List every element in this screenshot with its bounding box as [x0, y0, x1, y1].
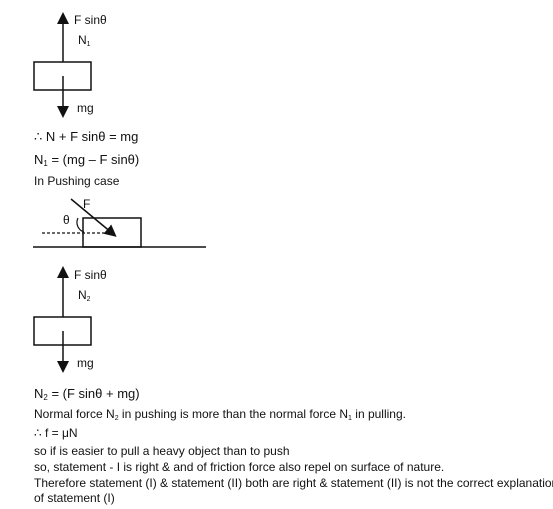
- line-therefore-1: Therefore statement (I) & statement (II)…: [34, 476, 553, 490]
- normal-sub-a: 2: [114, 415, 119, 422]
- push-diagram: [33, 198, 206, 248]
- normal-text-a: Normal force N: [34, 407, 115, 421]
- equation-n1: N1 = (mg – F sinθ): [34, 152, 140, 168]
- fig3-normal-label: N2: [78, 288, 91, 303]
- normal-text-c: in pulling.: [351, 407, 406, 421]
- fig3-normal-n: N: [78, 288, 87, 302]
- equation-n2: N2 = (F sinθ + mg): [34, 386, 140, 402]
- eq3-sub: 2: [43, 393, 48, 402]
- push-force-arrow: [70, 198, 117, 237]
- angle-arc: [76, 217, 85, 233]
- fig1-normal-sub: 1: [86, 41, 91, 48]
- fig2-force-label: F: [83, 197, 91, 211]
- fig1-normal-label: N1: [78, 33, 91, 48]
- line-easier: so if is easier to pull a heavy object t…: [34, 444, 290, 458]
- fbd-pulling: [33, 12, 92, 118]
- normal-text-b: in pushing is more than the normal force…: [118, 407, 349, 421]
- fig3-force-label: F sinθ: [74, 268, 107, 282]
- equation-friction: ∴ f = μN: [34, 426, 78, 440]
- line-statement-one: so, statement - I is right & and of fric…: [34, 460, 445, 474]
- fig1-weight-label: mg: [77, 101, 94, 115]
- normal-sub-b: 1: [348, 415, 352, 422]
- fig3-normal-sub: 2: [86, 296, 91, 303]
- normal-force-comparison: Normal force N2 in pushing is more than …: [34, 407, 406, 422]
- fig3-weight-label: mg: [77, 356, 94, 370]
- fbd-pushing: [33, 266, 92, 373]
- line-therefore-2: of statement (I): [34, 491, 115, 505]
- fig1-normal-n: N: [78, 33, 87, 47]
- heading-pushing-case: In Pushing case: [34, 174, 120, 188]
- eq2-sub: 1: [43, 159, 48, 168]
- eq3-lhs: N: [34, 386, 44, 401]
- fig1-force-label: F sinθ: [74, 13, 107, 27]
- eq3-rhs: = (F sinθ + mg): [47, 386, 140, 401]
- fig2-angle-label: θ: [63, 213, 70, 227]
- eq2-rhs: = (mg – F sinθ): [47, 152, 140, 167]
- equation-sum: ∴ N + F sinθ = mg: [34, 129, 139, 144]
- eq2-lhs: N: [34, 152, 44, 167]
